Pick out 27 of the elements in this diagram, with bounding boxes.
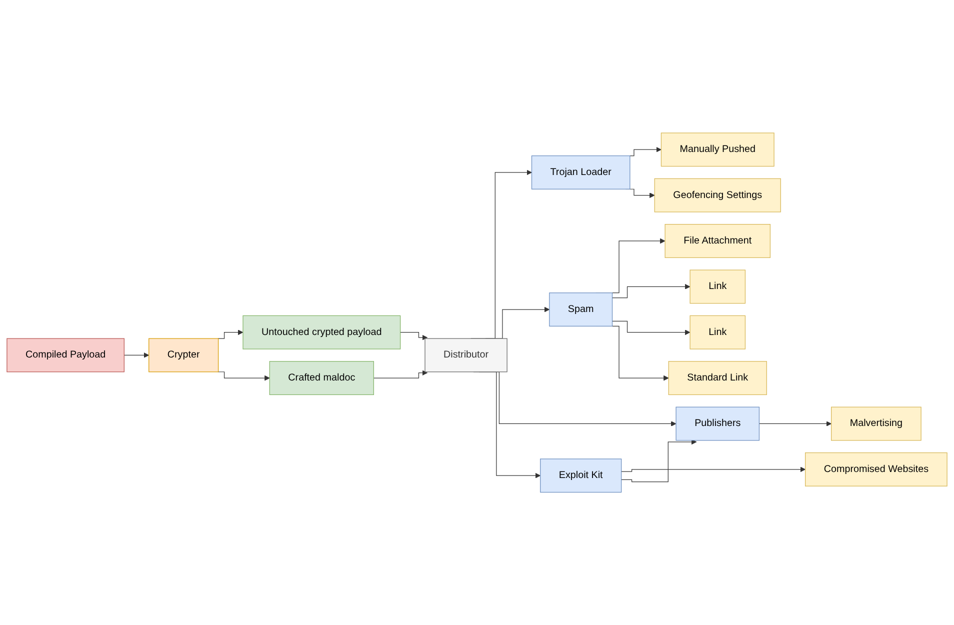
arrow	[758, 420, 832, 426]
arrow	[621, 439, 697, 482]
node-box: Manually Pushed	[660, 132, 774, 166]
node-box: Link	[690, 315, 746, 350]
arrow	[612, 320, 690, 335]
node-box: File Attachment	[664, 224, 770, 258]
arrow	[218, 371, 270, 381]
node-box: Malvertising	[831, 406, 922, 441]
node-box: Publishers	[676, 406, 760, 441]
node-box: Untouched crypted payload	[242, 315, 401, 350]
arrow	[218, 330, 244, 339]
arrow	[400, 332, 428, 340]
arrow	[373, 370, 428, 378]
node-box: Crypter	[148, 338, 219, 372]
node-box: Geofencing Settings	[654, 178, 781, 212]
node-box: Compiled Payload	[6, 338, 124, 372]
node-box: Distributor	[424, 338, 508, 372]
node-box: Spam	[549, 292, 613, 326]
node-box: Compromised Websites	[805, 452, 948, 486]
arrow	[621, 466, 806, 472]
node-box: Link	[690, 270, 746, 304]
arrow	[124, 352, 150, 358]
node-box: Crafted maldoc	[269, 360, 374, 395]
node-box: Trojan Loader	[531, 155, 630, 190]
arrow	[612, 284, 690, 298]
node-box: Standard Link	[668, 360, 767, 395]
node-box: Exploit Kit	[540, 458, 622, 492]
